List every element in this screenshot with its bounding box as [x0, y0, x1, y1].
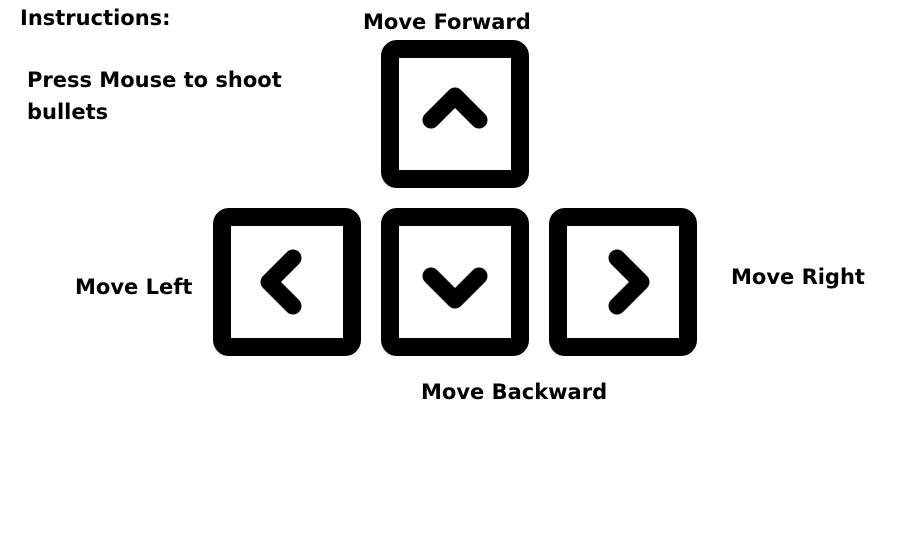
- shoot-instruction: Press Mouse to shoot bullets: [27, 68, 282, 124]
- chevron-left-icon: [213, 208, 361, 356]
- down-arrow-key: [381, 208, 529, 356]
- move-backward-label: Move Backward: [421, 380, 608, 404]
- move-left-label: Move Left: [75, 275, 193, 299]
- up-arrow-key: [381, 40, 529, 188]
- move-forward-label: Move Forward: [363, 10, 531, 34]
- right-arrow-key: [549, 208, 697, 356]
- instructions-title: Instructions:: [20, 6, 171, 30]
- move-right-label: Move Right: [731, 265, 865, 289]
- chevron-down-icon: [381, 208, 529, 356]
- chevron-right-icon: [549, 208, 697, 356]
- left-arrow-key: [213, 208, 361, 356]
- chevron-up-icon: [381, 40, 529, 188]
